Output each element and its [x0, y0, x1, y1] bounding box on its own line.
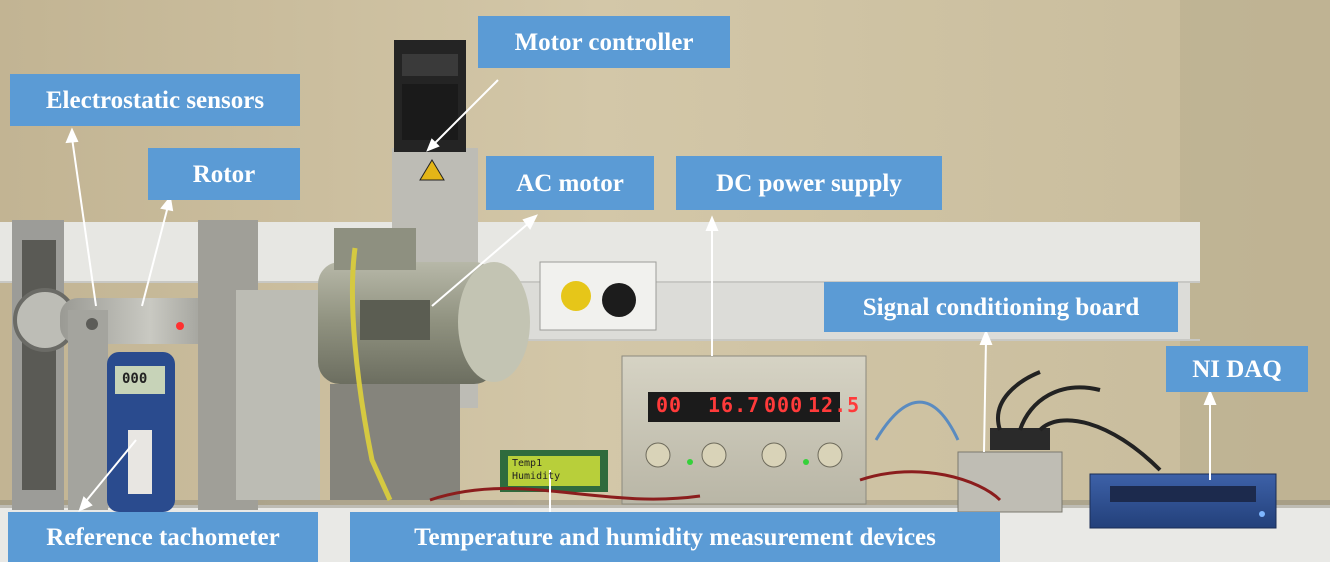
bearing-block	[236, 290, 320, 500]
label-reference-tachometer: Reference tachometer	[8, 512, 318, 562]
label-dc-power-supply: DC power supply	[676, 156, 942, 210]
wall-socket	[539, 261, 657, 331]
ac-motor-fan	[458, 262, 530, 382]
board-cables	[996, 370, 1162, 472]
ac-motor-stand	[330, 384, 460, 500]
annotation-arrows	[65, 79, 1217, 539]
yellow-plug-icon	[561, 281, 591, 311]
signal-conditioning-board	[957, 451, 1063, 513]
lcd-screen	[508, 456, 600, 486]
psu-led-green	[687, 459, 693, 465]
wall-corner-shade	[1180, 0, 1330, 520]
warning-icon	[419, 159, 445, 181]
blue-cable	[874, 400, 960, 441]
sensor-hole	[86, 318, 98, 330]
arrow-motor-controller	[427, 79, 499, 151]
controller-keys	[402, 84, 458, 140]
bench-cables	[429, 470, 1002, 502]
earth-cable	[349, 247, 393, 502]
ac-motor-terminal-box	[334, 228, 416, 270]
lcd-line-2: Humidity	[512, 471, 561, 482]
controller-display	[402, 54, 458, 76]
arrowhead-reference-tachometer	[78, 496, 93, 512]
label-electrostatic-sensors: Electrostatic sensors	[10, 74, 300, 126]
label-temperature-humidity: Temperature and humidity measurement dev…	[350, 512, 1000, 562]
psu-display-panel	[648, 392, 840, 422]
arrowhead-rotor	[160, 195, 174, 212]
psu-display-3: 000	[764, 393, 804, 417]
psu-knob-4	[817, 442, 843, 468]
psu-knob-1	[645, 442, 671, 468]
arrowhead-ac-motor	[522, 214, 538, 230]
tachometer-label	[128, 430, 152, 494]
ac-motor-plate	[360, 300, 430, 340]
sensor-plate	[68, 310, 108, 510]
psu-display-2: 16.7	[708, 393, 761, 417]
rotor-frame-left-inner	[22, 240, 56, 490]
arrow-electrostatic-sensors	[71, 137, 97, 307]
arrow-ac-motor	[431, 221, 531, 307]
arrow-reference-tachometer	[81, 439, 137, 507]
ni-daq-led	[1259, 511, 1265, 517]
label-motor-controller: Motor controller	[478, 16, 730, 68]
label-rotor: Rotor	[148, 148, 300, 200]
tachometer-display: 000	[122, 371, 148, 387]
psu-led-green-2	[803, 459, 809, 465]
rotor-red-light	[176, 322, 184, 330]
ni-daq-top	[1110, 486, 1256, 502]
arrowhead-motor-controller	[426, 138, 440, 152]
arrow-rotor	[141, 205, 169, 307]
lcd-line-1: Temp1	[512, 458, 543, 469]
arrowhead-electrostatic-sensors	[65, 127, 79, 144]
psu-display-1: 00	[656, 393, 683, 417]
label-ni-daq: NI DAQ	[1166, 346, 1308, 392]
label-signal-conditioning-board: Signal conditioning board	[824, 282, 1178, 332]
arrowhead-dc-power-supply	[705, 215, 719, 231]
black-plug-icon	[602, 283, 636, 317]
arrowhead-ni-daq	[1203, 389, 1217, 405]
arrow-signal-conditioning	[983, 339, 987, 453]
label-ac-motor: AC motor	[486, 156, 654, 210]
dc-power-supply-body	[621, 355, 867, 505]
psu-knob-3	[761, 442, 787, 468]
arrowhead-signal-conditioning	[979, 329, 993, 345]
board-connectors	[990, 428, 1050, 450]
psu-knob-2	[701, 442, 727, 468]
tachometer-screen	[115, 366, 165, 394]
psu-display-4: 12.5	[808, 393, 861, 417]
